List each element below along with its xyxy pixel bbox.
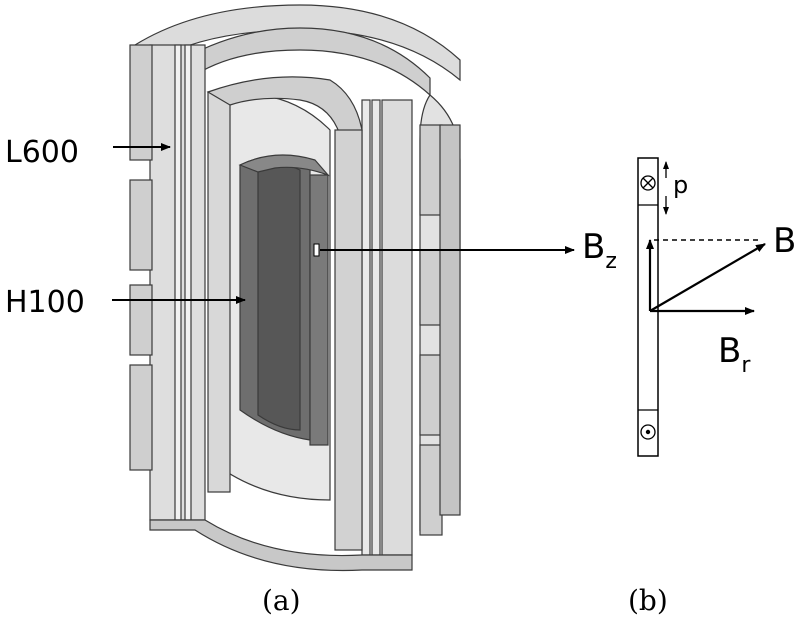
label-br: Br (718, 331, 751, 378)
h100-sleeve-right-wall (309, 174, 329, 446)
lamination-right-b (371, 99, 381, 556)
rib-right-2 (419, 249, 443, 326)
label-h100: H100 (5, 285, 85, 320)
sensor-marker (313, 243, 320, 257)
rib-right-4 (419, 444, 443, 536)
label-bz-sub: z (605, 249, 617, 274)
rib-right-5 (439, 124, 461, 516)
out-of-page-icon (640, 424, 656, 440)
rib-left-4 (129, 364, 153, 471)
label-bz-main: B (582, 227, 605, 267)
caption-a: (a) (262, 584, 301, 616)
inner-top-rim (184, 27, 431, 97)
into-page-icon (640, 175, 656, 191)
label-bz: Bz (582, 227, 617, 274)
label-l600: L600 (5, 135, 79, 170)
caption-b: (b) (628, 584, 668, 616)
h100-sleeve-front (257, 164, 301, 431)
rib-right-1 (419, 124, 443, 216)
rib-left-1 (129, 44, 153, 161)
h100-sleeve-top (238, 154, 330, 177)
label-br-sub: r (741, 353, 751, 378)
magnetizer-cutaway (129, 4, 461, 572)
bottom-cut-face (149, 519, 413, 572)
rib-left-2 (129, 179, 153, 271)
label-br-main: B (718, 331, 741, 371)
outer-top-rim (133, 4, 461, 82)
lamination-right-a (361, 99, 371, 556)
lamination-right-c (381, 99, 413, 556)
inner-yoke-left (207, 91, 231, 493)
label-b: B (773, 221, 796, 261)
label-pitch: p (673, 171, 688, 199)
rib-right-3 (419, 354, 443, 436)
rib-left-3 (129, 284, 153, 356)
inner-yoke-right (334, 129, 363, 551)
lamination-left-a (174, 44, 182, 521)
lamination-left-b (184, 44, 192, 521)
vector-b (649, 243, 766, 312)
